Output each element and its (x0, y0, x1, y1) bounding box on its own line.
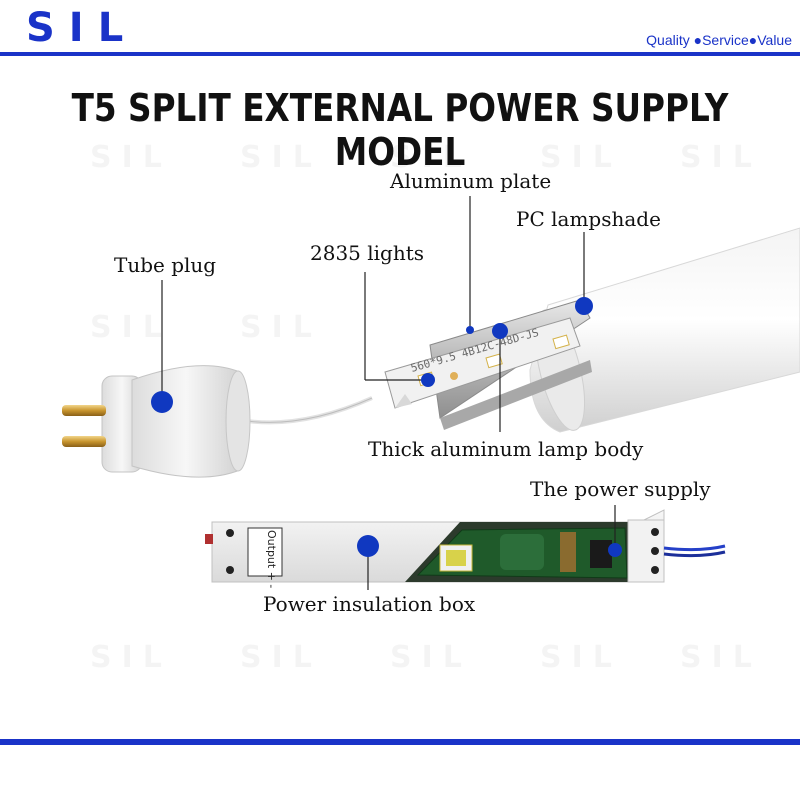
watermark: SIL (90, 640, 172, 675)
tube-plug (62, 365, 251, 478)
watermark: SIL (240, 640, 322, 675)
watermark: SIL (390, 140, 472, 175)
watermark: SIL (240, 310, 322, 345)
page-title: T5 SPLIT EXTERNAL POWER SUPPLY MODEL (71, 86, 729, 174)
watermark: SIL (680, 640, 762, 675)
label-aluminum-plate: Aluminum plate (390, 169, 552, 193)
tagline: Quality ●Service●Value (646, 32, 792, 48)
marker-pc-lampshade (575, 297, 593, 315)
marker-thick-aluminum (492, 323, 508, 339)
label-power-supply: The power supply (530, 477, 711, 501)
marker-tube-plug (151, 391, 173, 413)
logo: SIL (26, 5, 138, 51)
lead-wire-edge (239, 397, 373, 423)
watermark: SIL (90, 310, 172, 345)
top-divider (0, 52, 800, 56)
label-thick-aluminum-body: Thick aluminum lamp body (368, 437, 644, 461)
watermark: SIL (390, 640, 472, 675)
watermark: SIL (240, 140, 322, 175)
box-print: Output + - (265, 530, 278, 588)
marker-power-supply (608, 543, 622, 557)
watermark: SIL (540, 640, 622, 675)
label-pc-lampshade: PC lampshade (516, 207, 661, 231)
marker-aluminum-plate (466, 326, 474, 334)
bottom-divider (0, 739, 800, 745)
label-2835-lights: 2835 lights (310, 241, 425, 265)
markers (151, 297, 622, 557)
watermark: SIL (90, 140, 172, 175)
label-tube-plug: Tube plug (114, 253, 217, 277)
header: SIL Quality ●Service●Value (0, 0, 800, 62)
watermark: SIL (540, 140, 622, 175)
watermark: SIL (680, 140, 762, 175)
label-insulation-box: Power insulation box (263, 592, 476, 616)
marker-insulation-box (357, 535, 379, 557)
power-supply-board (416, 519, 726, 583)
marker-2835-lights (421, 373, 435, 387)
leader-lines (161, 196, 616, 590)
